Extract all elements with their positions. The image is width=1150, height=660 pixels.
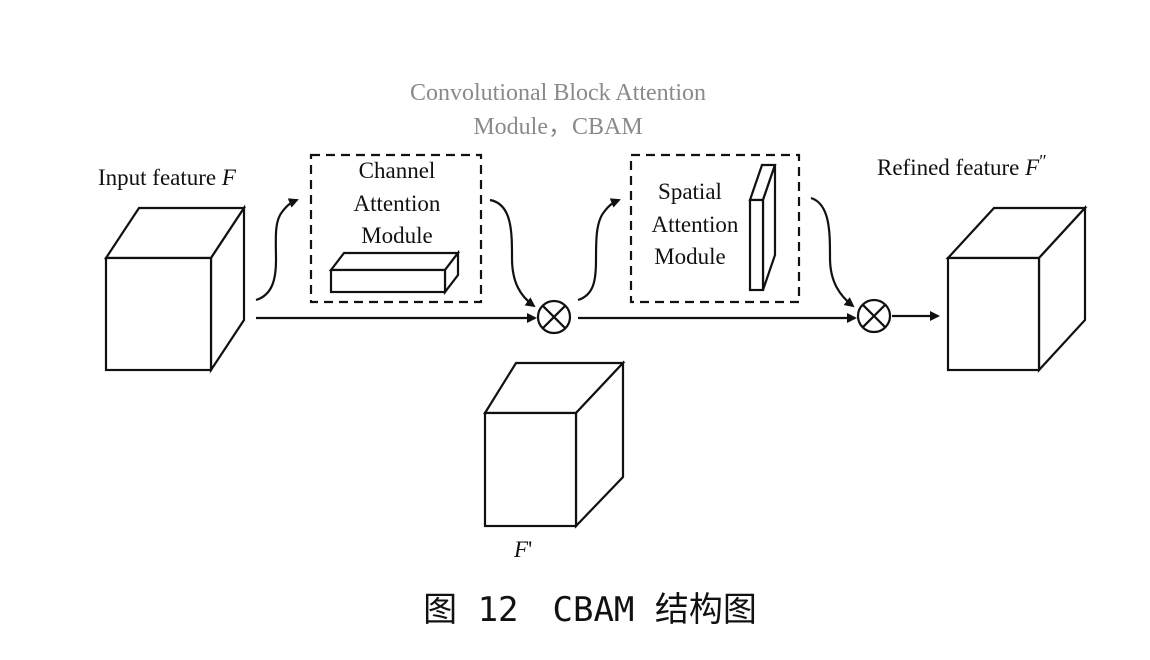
input-feature-symbol: F — [221, 165, 237, 190]
curved-arrow-input-to-channel — [255, 198, 299, 302]
channel-attention-line3: Module — [361, 223, 433, 248]
refined-feature-symbol: F — [1024, 155, 1040, 180]
channel-attention-map — [328, 249, 461, 296]
spatial-attention-line3: Module — [654, 244, 726, 269]
channel-attention-line2: Attention — [354, 191, 441, 216]
channel-attention-box — [309, 153, 483, 304]
multiply-operator-2 — [856, 298, 892, 334]
figure-caption: 图 12 CBAM 结构图 — [423, 590, 757, 630]
curved-arrow-spatial-to-multiply — [810, 196, 855, 308]
diagram-title-line2: Module，CBAM — [473, 114, 642, 140]
refined-feature-label: Refined feature F″ — [877, 151, 1047, 180]
input-feature-cube — [103, 204, 247, 374]
curved-arrow-multiply-to-spatial — [577, 198, 621, 302]
channel-attention-line1: Channel — [359, 158, 436, 183]
spatial-attention-box — [629, 153, 801, 304]
intermediate-feature-label: F' — [513, 537, 532, 562]
multiply-operator-1 — [536, 299, 572, 335]
intermediate-feature-symbol: F — [513, 537, 529, 562]
spatial-attention-line1: Spatial — [658, 179, 722, 204]
curved-arrow-channel-to-multiply — [489, 198, 536, 308]
input-feature-label: Input feature F — [98, 165, 237, 190]
refined-feature-cube — [945, 205, 1088, 373]
refined-feature-prime: ″ — [1039, 151, 1047, 171]
refined-feature-text: Refined feature — [877, 155, 1025, 180]
diagram-title-line1: Convolutional Block Attention — [410, 80, 706, 106]
input-feature-text: Input feature — [98, 165, 222, 190]
intermediate-feature-prime: ' — [528, 537, 532, 562]
spatial-attention-line2: Attention — [652, 212, 739, 237]
spatial-attention-map — [748, 163, 777, 292]
intermediate-feature-cube — [483, 360, 626, 529]
